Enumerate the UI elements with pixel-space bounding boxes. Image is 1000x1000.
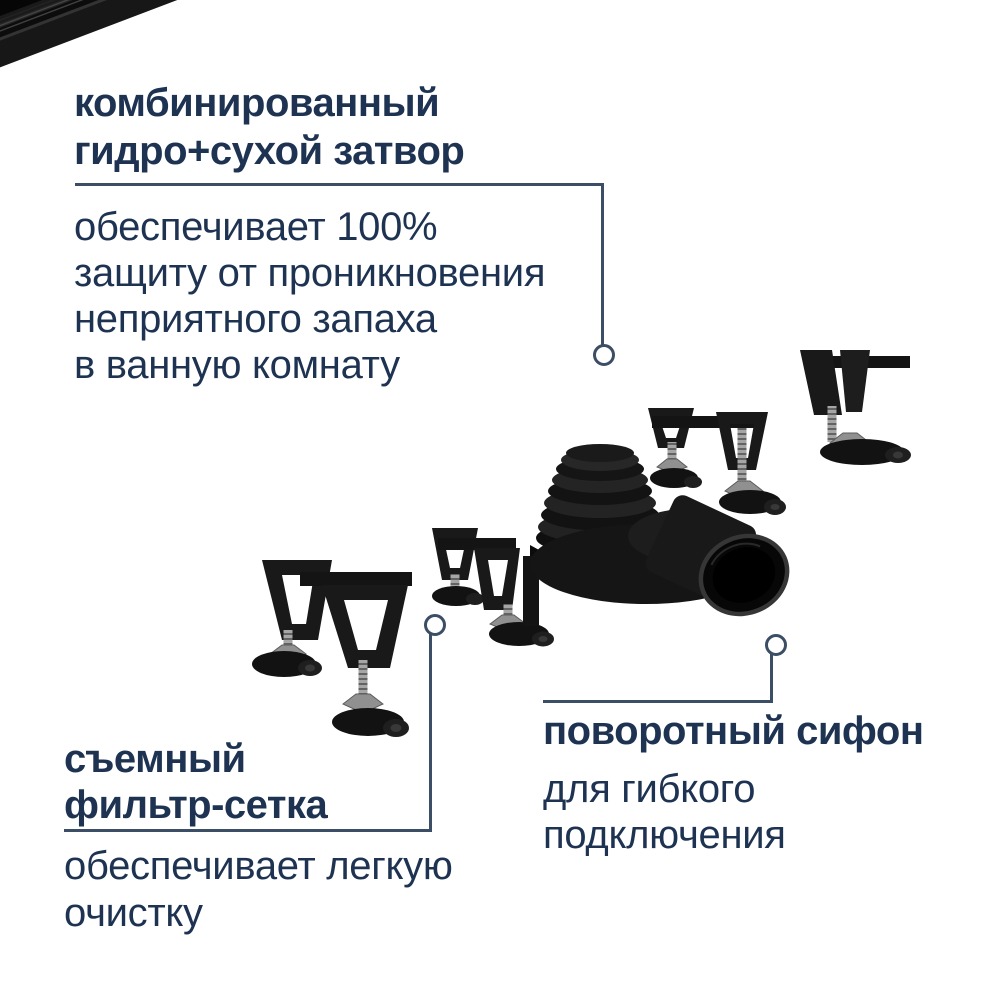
annotation-siphon-title: поворотный сифон (543, 709, 924, 753)
annotation-seal-title: комбинированный гидро+сухой затвор (74, 81, 465, 173)
adjustable-leg (438, 538, 554, 647)
corrugated-seal (536, 444, 664, 555)
adjustable-leg (652, 412, 786, 515)
annotation-filter-body: обеспечивает легкую очистку (64, 844, 453, 935)
adjustable-legs (252, 350, 911, 737)
adjustable-leg (800, 350, 911, 465)
outlet-pipe (645, 495, 790, 617)
callout-dot-filter-icon (424, 614, 446, 636)
channel-trough-underside (0, 0, 542, 132)
siphon-assembly (523, 444, 790, 626)
callout-line-siphon (543, 651, 773, 703)
annotation-siphon-body: для гибкого подключения (543, 767, 786, 857)
callout-dot-seal-icon (593, 344, 615, 366)
callout-line-seal (75, 183, 604, 346)
drain-channel (0, 0, 638, 132)
annotation-seal-body: обеспечивает 100% защиту от проникновени… (74, 205, 546, 387)
drain-grate (0, 0, 550, 81)
callout-dot-siphon-icon (765, 634, 787, 656)
adjustable-leg (300, 572, 412, 737)
callout-line-filter (64, 630, 432, 832)
annotation-filter-title: съемный фильтр-сетка (64, 737, 328, 827)
